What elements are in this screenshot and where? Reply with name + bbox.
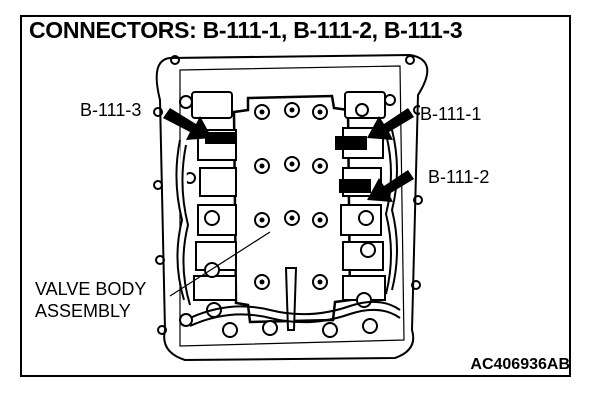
label-b111-3: B-111-3 [80, 100, 142, 120]
pointer-arrow-icon [163, 108, 212, 140]
label-valve-body-assembly: VALVE BODY ASSEMBLY [35, 278, 147, 322]
figure-code: AC406936AB [470, 356, 570, 373]
valve-body-leader [169, 231, 271, 297]
label-valve-body-line2: ASSEMBLY [35, 301, 131, 321]
pointer-arrow-icon [367, 108, 414, 140]
valve-body-plate [232, 94, 352, 331]
right-solenoid-stack [335, 91, 398, 308]
left-solenoid-stack [175, 91, 237, 318]
pointer-arrow-icon [367, 170, 414, 202]
wiring-harness [179, 300, 401, 338]
label-valve-body-line1: VALVE BODY [35, 279, 147, 299]
figure-title: CONNECTORS: B-111-1, B-111-2, B-111-3 [29, 17, 463, 43]
connector-b111-3 [205, 132, 235, 144]
label-b111-1: B-111-1 [420, 104, 482, 124]
label-b111-2: B-111-2 [428, 167, 490, 187]
